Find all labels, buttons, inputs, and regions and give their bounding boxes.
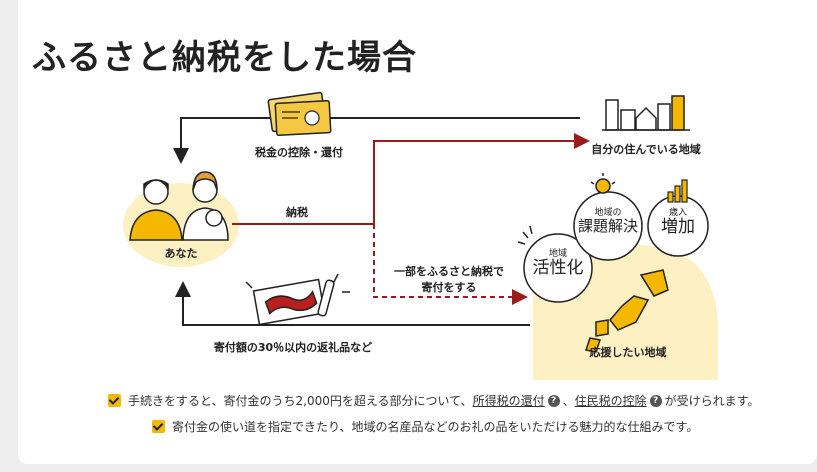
note-tax-benefit: 手続きをすると、寄付金のうち2,000円を超える部分について、 所得税の還付 ?… <box>108 392 759 409</box>
note-attractive-system: 寄付金の使い道を指定できたり、地域の名産品などのお礼の品をいただける魅力的な仕組… <box>152 418 698 435</box>
revenue-small: 歳入 <box>668 208 687 218</box>
support-area-label: 応援したい地域 <box>589 346 667 359</box>
gift-label: 寄付額の30％以内の返礼品など <box>213 341 373 354</box>
note1-suffix: が受けられます。 <box>664 394 760 408</box>
donation-label: 一部をふるさと納税で 寄付をする <box>394 264 504 296</box>
tax-refund-label: 税金の控除・還付 <box>255 146 343 159</box>
gift-arrow <box>175 281 530 326</box>
sparkle-icon <box>517 225 533 245</box>
revitalize-big: 活性化 <box>532 258 584 279</box>
note2-text: 寄付金の使い道を指定できたり、地域の名産品などのお礼の品をいただける魅力的な仕組… <box>172 420 699 434</box>
income-tax-refund-link[interactable]: 所得税の還付 <box>472 394 545 408</box>
japan-map-icon <box>585 269 669 353</box>
revitalize-text: 地域 活性化 <box>524 249 592 279</box>
issues-big: 課題解決 <box>577 217 638 236</box>
people-icon <box>129 171 229 241</box>
you-label: あなた <box>164 247 198 260</box>
money-icon <box>267 91 332 137</box>
revitalize-small: 地域 <box>548 249 567 259</box>
gift-icon <box>245 273 350 326</box>
check-icon <box>108 394 121 407</box>
help-icon[interactable]: ? <box>649 394 662 407</box>
note1-separator: 、 <box>562 394 575 408</box>
resident-tax-deduction-link[interactable]: 住民税の控除 <box>574 394 647 408</box>
page-title: ふるさと納税をした場合 <box>32 38 417 78</box>
check-icon <box>152 420 165 433</box>
lightbulb-icon <box>590 173 616 194</box>
city-icon <box>602 95 690 131</box>
donation-arrow <box>373 224 528 305</box>
refund-arrow <box>173 117 580 164</box>
help-icon[interactable]: ? <box>547 394 560 407</box>
issues-small: 地域の <box>594 208 622 218</box>
tax-payment-label: 納税 <box>286 206 308 219</box>
issues-circle <box>573 191 643 261</box>
revenue-big: 増加 <box>661 217 695 238</box>
local-area-label: 自分の住んでいる地域 <box>591 143 701 156</box>
donation-label-line1: 一部をふるさと納税で <box>394 265 504 278</box>
bar-chart-icon <box>667 179 688 203</box>
flow-diagram <box>123 91 718 380</box>
content-card: ふるさと納税をした場合 <box>18 0 817 464</box>
issues-text: 地域の 課題解決 <box>574 208 642 236</box>
note1-text: 手続きをすると、寄付金のうち2,000円を超える部分について、 <box>128 394 473 408</box>
tax-arrow <box>232 133 590 225</box>
revenue-text: 歳入 増加 <box>648 208 708 238</box>
donation-label-line2: 寄付をする <box>421 281 477 294</box>
revitalize-circle <box>523 233 593 303</box>
